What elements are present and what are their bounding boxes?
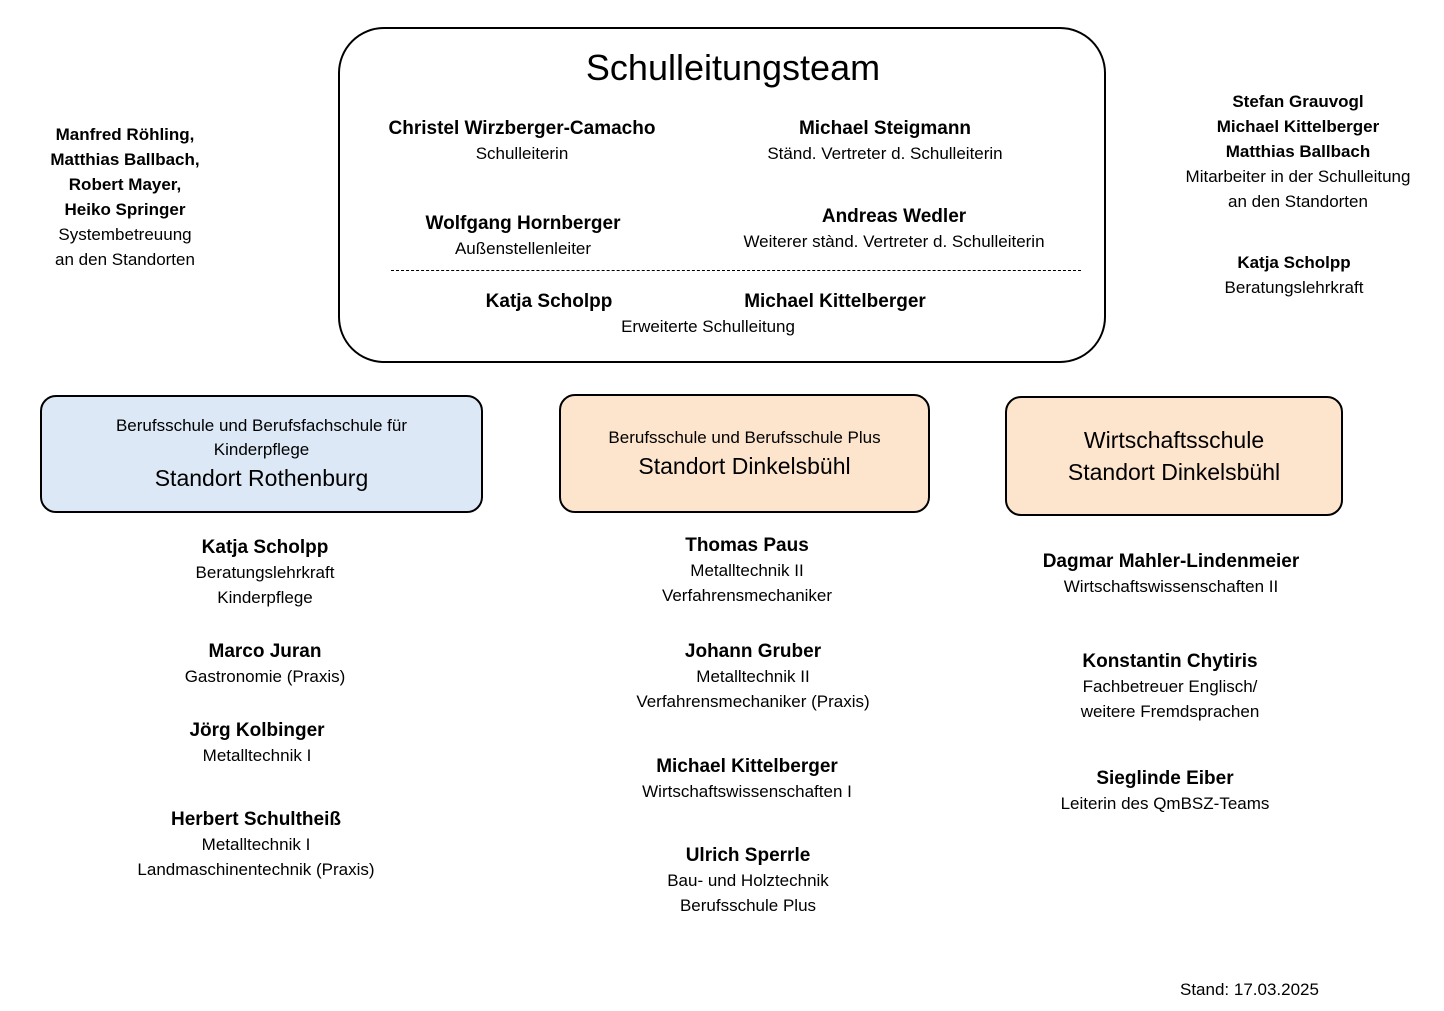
person-role: Verfahrensmechaniker xyxy=(661,586,833,605)
date-stamp: Stand: 17.03.2025 xyxy=(1180,980,1319,999)
person-name: Herbert Schultheiß xyxy=(171,809,341,830)
person-name: Matthias Ballbach xyxy=(1225,142,1371,161)
person-role: Beratungslehrkraft xyxy=(1224,278,1364,297)
person-role: Berufsschule Plus xyxy=(679,896,817,915)
person-name: Michael Kittelberger xyxy=(1216,117,1380,136)
person-name: Manfred Röhling, xyxy=(55,125,195,144)
leader-name: Christel Wirzberger-Camacho xyxy=(388,118,656,139)
location-title: Standort Dinkelsbühl xyxy=(1067,459,1281,485)
counselor-group: Katja Scholpp Beratungslehrkraft xyxy=(1194,250,1394,300)
person-entry: Johann Gruber Metalltechnik II Verfahren… xyxy=(598,639,908,714)
leader-name: Wolfgang Hornberger xyxy=(425,213,621,234)
leadership-box xyxy=(338,27,1106,363)
person-name: Marco Juran xyxy=(208,641,322,662)
location-box-rothenburg: Berufsschule und Berufsfachschule für Ki… xyxy=(40,395,483,513)
leader-branch-head: Wolfgang Hornberger Außenstellenleiter xyxy=(393,211,653,261)
person-name: Konstantin Chytiris xyxy=(1082,651,1258,672)
leader-role: Ständ. Vertreter d. Schulleiterin xyxy=(767,144,1003,163)
leader-role: Außenstellenleiter xyxy=(454,239,592,258)
location-title: Standort Rothenburg xyxy=(154,465,369,491)
leader-second-deputy: Andreas Wedler Weiterer stànd. Vertreter… xyxy=(704,204,1084,254)
location-title: Standort Dinkelsbühl xyxy=(638,452,851,479)
person-role: Leiterin des QmBSZ-Teams xyxy=(1060,794,1270,813)
person-role: Bau- und Holztechnik xyxy=(667,871,829,890)
leader-role: Weiterer stànd. Vertreter d. Schulleiter… xyxy=(743,232,1045,251)
person-entry: Konstantin Chytiris Fachbetreuer Englisc… xyxy=(1020,649,1320,724)
person-entry: Marco Juran Gastronomie (Praxis) xyxy=(115,639,415,689)
person-role: Wirtschaftswissenschaften I xyxy=(642,782,852,801)
group-role: an den Standorten xyxy=(55,250,195,269)
person-role: Gastronomie (Praxis) xyxy=(184,667,346,686)
person-name: Ulrich Sperrle xyxy=(685,845,811,866)
person-entry: Ulrich Sperrle Bau- und Holztechnik Beru… xyxy=(598,843,898,918)
leader-name: Andreas Wedler xyxy=(821,206,967,227)
person-role: Metalltechnik II xyxy=(690,561,804,580)
leader-name: Michael Steigmann xyxy=(798,118,972,139)
person-role: Metalltechnik I xyxy=(201,835,311,854)
leader-role: Schulleiterin xyxy=(475,144,569,163)
person-role: Wirtschaftswissenschaften II xyxy=(1063,577,1279,596)
extended-leader-name: Katja Scholpp xyxy=(485,291,613,312)
person-entry: Sieglinde Eiber Leiterin des QmBSZ-Teams xyxy=(1015,766,1315,816)
person-entry: Jörg Kolbinger Metalltechnik I xyxy=(107,718,407,768)
extended-leader-role: Erweiterte Schulleitung xyxy=(621,317,795,336)
location-title: Wirtschaftsschule xyxy=(1083,427,1265,453)
person-name: Jörg Kolbinger xyxy=(189,720,325,741)
person-role: Verfahrensmechaniker (Praxis) xyxy=(636,692,870,711)
person-entry: Thomas Paus Metalltechnik II Verfahrensm… xyxy=(597,533,897,608)
system-admin-group: Manfred Röhling, Matthias Ballbach, Robe… xyxy=(20,122,230,272)
person-role: Beratungslehrkraft xyxy=(195,563,335,582)
person-role: Metalltechnik I xyxy=(202,746,312,765)
group-role: an den Standorten xyxy=(1228,192,1368,211)
leader-principal: Christel Wirzberger-Camacho Schulleiteri… xyxy=(372,116,672,166)
location-subtitle: Kinderpflege xyxy=(213,440,310,459)
location-box-wirtschaftsschule: Wirtschaftsschule Standort Dinkelsbühl xyxy=(1005,396,1343,516)
person-name: Katja Scholpp xyxy=(1237,253,1351,272)
person-entry: Katja Scholpp Beratungslehrkraft Kinderp… xyxy=(115,535,415,610)
leadership-title: Schulleitungsteam xyxy=(585,47,881,88)
person-role: Metalltechnik II xyxy=(696,667,810,686)
person-name: Johann Gruber xyxy=(684,641,822,662)
leadership-divider xyxy=(391,270,1081,271)
person-role: Kinderpflege xyxy=(217,588,313,607)
person-name: Dagmar Mahler-Lindenmeier xyxy=(1042,551,1300,572)
location-subtitle: Berufsschule und Berufsfachschule für xyxy=(115,416,408,435)
leader-deputy: Michael Steigmann Ständ. Vertreter d. Sc… xyxy=(735,116,1035,166)
location-subtitle: Berufsschule und Berufsschule Plus xyxy=(608,427,881,447)
person-entry: Michael Kittelberger Wirtschaftswissensc… xyxy=(597,754,897,804)
person-role: weitere Fremdsprachen xyxy=(1080,702,1260,721)
person-name: Michael Kittelberger xyxy=(656,756,838,777)
person-name: Stefan Grauvogl xyxy=(1232,92,1364,111)
person-name: Matthias Ballbach, xyxy=(50,150,200,169)
person-entry: Dagmar Mahler-Lindenmeier Wirtschaftswis… xyxy=(1016,549,1326,599)
group-role: Mitarbeiter in der Schulleitung xyxy=(1185,167,1411,186)
person-name: Robert Mayer, xyxy=(68,175,182,194)
group-role: Systembetreuung xyxy=(58,225,192,244)
person-entry: Herbert Schultheiß Metalltechnik I Landm… xyxy=(96,807,416,882)
person-name: Thomas Paus xyxy=(685,535,809,556)
location-box-dinkelsbuehl: Berufsschule und Berufsschule Plus Stand… xyxy=(559,394,930,513)
leadership-staff-group: Stefan Grauvogl Michael Kittelberger Mat… xyxy=(1160,89,1436,214)
person-name: Heiko Springer xyxy=(64,200,186,219)
extended-leader-name: Michael Kittelberger xyxy=(744,291,926,312)
person-role: Landmaschinentechnik (Praxis) xyxy=(137,860,375,879)
person-name: Katja Scholpp xyxy=(201,537,329,558)
person-role: Fachbetreuer Englisch/ xyxy=(1082,677,1258,696)
person-name: Sieglinde Eiber xyxy=(1096,768,1234,789)
